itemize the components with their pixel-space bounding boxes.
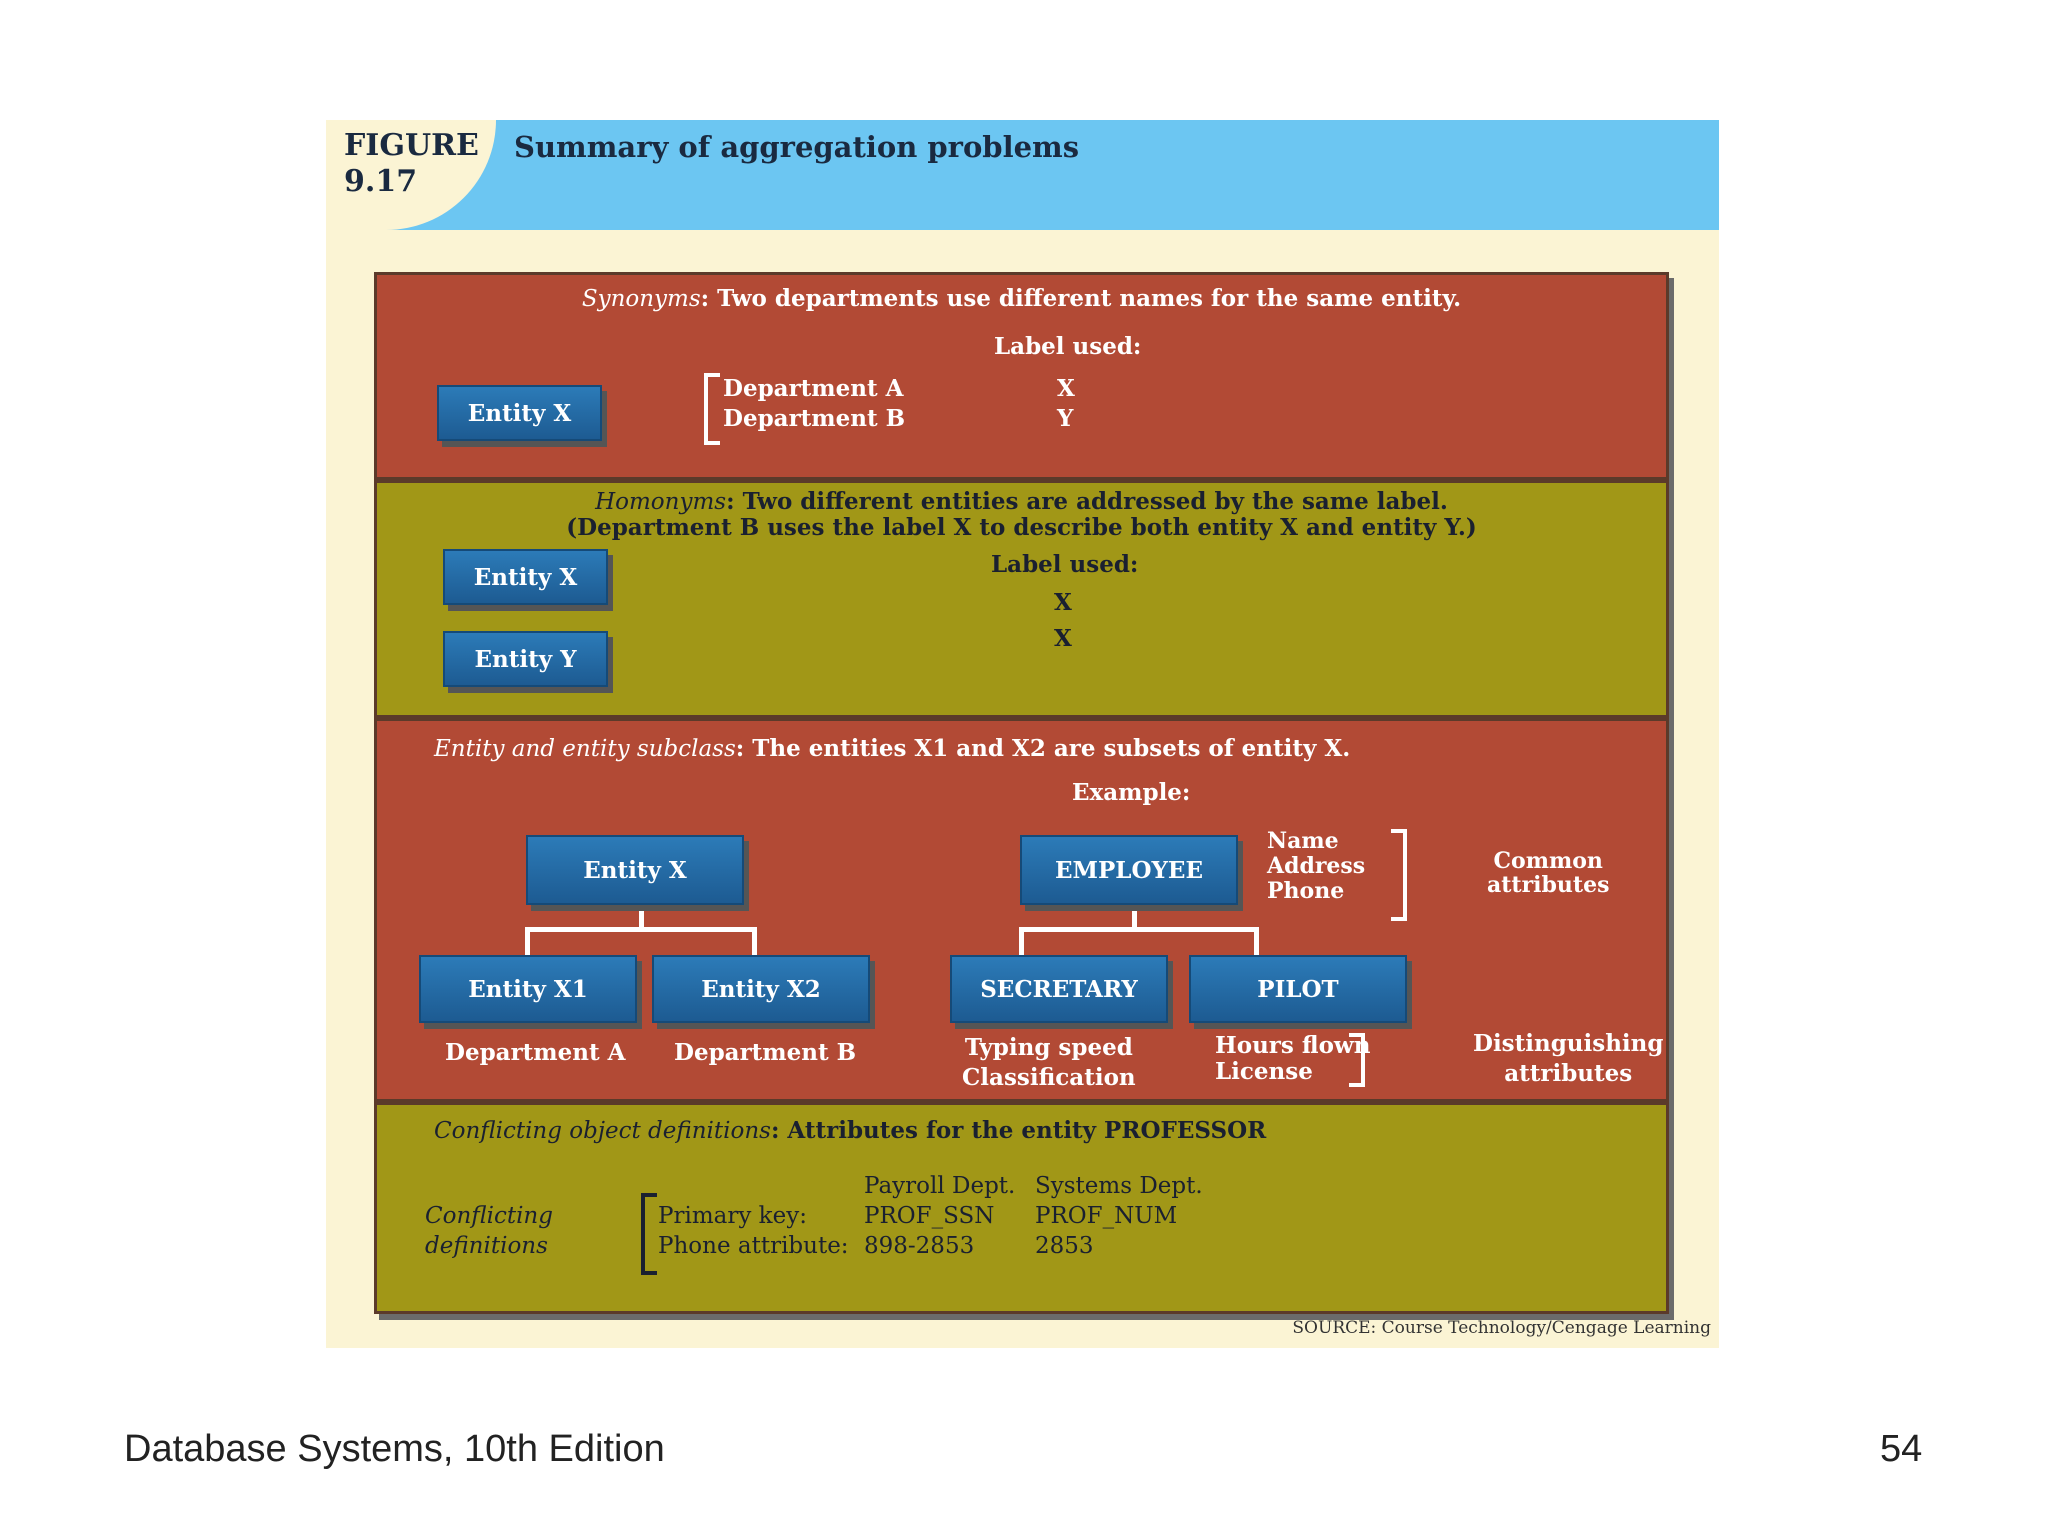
connector-x-bar — [525, 927, 757, 932]
employee-attributes: Name Address Phone — [1267, 829, 1365, 904]
subclass-heading: Entity and entity subclass: The entities… — [434, 735, 1350, 762]
common-bracket — [1391, 829, 1407, 921]
homonyms-entity-y-box: Entity Y — [443, 631, 608, 687]
subclass-entity-x-box: Entity X — [526, 835, 744, 905]
synonyms-bracket — [704, 373, 720, 445]
synonyms-panel: Synonyms: Two departments use different … — [374, 272, 1669, 480]
conflicting-side-label: Conflicting definitions — [425, 1201, 553, 1261]
figure-source: SOURCE: Course Technology/Cengage Learni… — [1292, 1318, 1711, 1338]
conflicting-desc: : Attributes for the entity PROFESSOR — [770, 1117, 1267, 1144]
attr-address: Address — [1267, 853, 1366, 879]
payroll-header: Payroll Dept. — [864, 1173, 1016, 1199]
systems-column: Systems Dept. PROF_NUM 2853 — [1035, 1171, 1203, 1261]
figure-header — [326, 120, 1719, 230]
systems-phone: 2853 — [1035, 1233, 1094, 1259]
homonyms-term: Homonyms — [595, 489, 727, 515]
systems-pk: PROF_NUM — [1035, 1203, 1178, 1229]
row-primary-key: Primary key: — [658, 1203, 807, 1229]
figure-number: 9.17 — [344, 164, 418, 199]
secretary-attributes: Typing speed Classification — [962, 1033, 1136, 1093]
systems-header: Systems Dept. — [1035, 1173, 1203, 1199]
synonyms-term: Synonyms — [581, 286, 701, 312]
connector-x1-drop — [525, 927, 530, 955]
connector-pilot-drop — [1254, 927, 1259, 955]
dist-line2: attributes — [1504, 1060, 1633, 1087]
subclass-desc: : The entities X1 and X2 are subsets of … — [735, 735, 1351, 762]
attr-phone: Phone — [1267, 878, 1345, 904]
connector-secretary-drop — [1019, 927, 1024, 955]
synonyms-entity-x-box: Entity X — [437, 385, 602, 441]
payroll-pk: PROF_SSN — [864, 1203, 995, 1229]
synonyms-label-used: Label used: — [994, 333, 1142, 360]
figure-title: Summary of aggregation problems — [514, 130, 1080, 164]
figure-label-word: FIGURE — [344, 128, 479, 163]
synonyms-dept-a: Department A — [723, 375, 904, 402]
secretary-box: SECRETARY — [950, 955, 1168, 1023]
connector-x2-drop — [752, 927, 757, 955]
homonyms-label-used: Label used: — [991, 551, 1139, 578]
conflicting-heading: Conflicting object definitions: Attribut… — [434, 1117, 1266, 1144]
homonyms-entity-x-box: Entity X — [443, 549, 608, 605]
pilot-attr-license: License — [1215, 1058, 1313, 1085]
sec-attr-classification: Classification — [962, 1064, 1136, 1091]
subclass-entity-x2-box: Entity X2 — [652, 955, 870, 1023]
synonyms-heading: Synonyms: Two departments use different … — [377, 285, 1666, 312]
pilot-attr-hours-flown: Hours flown — [1215, 1032, 1371, 1059]
dist-line1: Distinguishing — [1473, 1030, 1664, 1057]
conflicting-side-line2: definitions — [425, 1233, 548, 1259]
figure-label: FIGURE 9.17 — [344, 128, 479, 200]
common-line1: Common — [1493, 848, 1603, 874]
footer-page-number: 54 — [1880, 1428, 1923, 1470]
figure: FIGURE 9.17 Summary of aggregation probl… — [326, 120, 1719, 1348]
homonyms-panel: Homonyms: Two different entities are add… — [374, 480, 1669, 718]
connector-x-stem — [639, 907, 644, 931]
subclass-dept-a: Department A — [445, 1039, 626, 1066]
common-attributes-label: Common attributes — [1487, 849, 1609, 897]
subclass-panel: Entity and entity subclass: The entities… — [374, 718, 1669, 1102]
homonyms-desc: : Two different entities are addressed b… — [726, 488, 1448, 515]
conflicting-side-line1: Conflicting — [425, 1203, 553, 1229]
conflicting-term: Conflicting object definitions — [434, 1118, 771, 1144]
synonyms-desc: : Two departments use different names fo… — [700, 285, 1462, 312]
payroll-column: Payroll Dept. PROF_SSN 898-2853 — [864, 1171, 1015, 1261]
conflicting-bracket — [641, 1193, 657, 1275]
distinguishing-bracket — [1349, 1033, 1365, 1087]
connector-employee-bar — [1019, 927, 1259, 932]
subclass-example-label: Example: — [1072, 779, 1191, 806]
homonyms-desc-line2: (Department B uses the label X to descri… — [566, 514, 1477, 541]
connector-employee-stem — [1132, 907, 1137, 931]
attr-name: Name — [1267, 828, 1339, 854]
pilot-attributes: Hours flown License — [1215, 1033, 1370, 1085]
sec-attr-typing-speed: Typing speed — [964, 1034, 1133, 1061]
synonyms-label-a: X — [1057, 375, 1075, 402]
conflicting-panel: Conflicting object definitions: Attribut… — [374, 1102, 1669, 1314]
pilot-box: PILOT — [1189, 955, 1407, 1023]
payroll-phone: 898-2853 — [864, 1233, 975, 1259]
subclass-entity-x1-box: Entity X1 — [419, 955, 637, 1023]
synonyms-label-b: Y — [1057, 405, 1074, 432]
subclass-term: Entity and entity subclass — [434, 736, 736, 762]
row-phone-attribute: Phone attribute: — [658, 1233, 849, 1259]
homonyms-heading: Homonyms: Two different entities are add… — [377, 489, 1666, 541]
distinguishing-attributes-label: Distinguishing attributes — [1473, 1029, 1663, 1089]
conflicting-row-labels: Primary key: Phone attribute: — [658, 1201, 849, 1261]
footer-book-title: Database Systems, 10th Edition — [124, 1428, 665, 1470]
synonyms-dept-b: Department B — [723, 405, 906, 432]
employee-box: EMPLOYEE — [1020, 835, 1238, 905]
subclass-dept-b: Department B — [674, 1039, 857, 1066]
homonyms-label-y: X — [1054, 625, 1072, 652]
common-line2: attributes — [1487, 872, 1610, 898]
homonyms-label-x: X — [1054, 589, 1072, 616]
